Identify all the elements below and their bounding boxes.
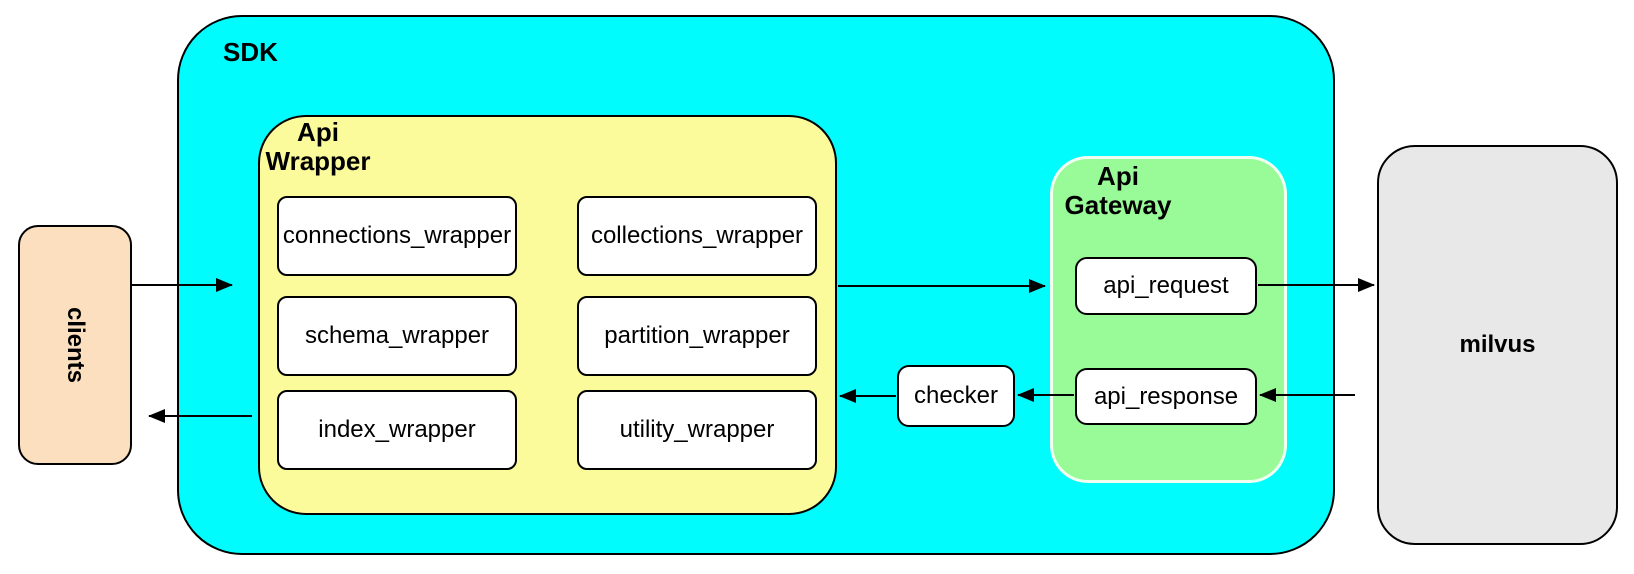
node-checker: checker	[897, 365, 1015, 427]
node-partition-wrapper: partition_wrapper	[577, 296, 817, 376]
node-api-response-label: api_response	[1093, 382, 1239, 410]
node-milvus: milvus	[1377, 145, 1618, 545]
node-schema-wrapper: schema_wrapper	[277, 296, 517, 376]
api-gateway-label-line2: Gateway	[1064, 190, 1172, 220]
node-utility-wrapper: utility_wrapper	[577, 390, 817, 470]
node-utility-wrapper-label: utility_wrapper	[619, 416, 775, 443]
node-clients-label: clients	[62, 306, 89, 384]
node-partition-wrapper-label: partition_wrapper	[604, 322, 790, 349]
node-api-request: api_request	[1075, 257, 1257, 315]
node-checker-label: checker	[913, 382, 999, 409]
node-index-wrapper-label: index_wrapper	[318, 416, 476, 443]
node-connections-wrapper: connections_wrapper	[277, 196, 517, 276]
sdk-label: SDK	[223, 37, 278, 67]
node-api-request-label: api_request	[1103, 272, 1229, 299]
node-index-wrapper: index_wrapper	[277, 390, 517, 470]
api-gateway-container	[1050, 156, 1287, 483]
api-wrapper-label-line2: Wrapper	[265, 146, 371, 176]
api-wrapper-label: Api Wrapper	[258, 118, 378, 176]
node-milvus-label: milvus	[1459, 331, 1536, 358]
api-gateway-label-line1: Api	[1097, 161, 1139, 191]
node-connections-wrapper-label: connections_wrapper	[282, 222, 512, 249]
api-gateway-label: Api Gateway	[1058, 162, 1178, 220]
node-collections-wrapper-label: collections_wrapper	[590, 222, 804, 249]
node-api-response: api_response	[1075, 368, 1257, 425]
node-schema-wrapper-label: schema_wrapper	[304, 322, 490, 349]
node-clients: clients	[18, 225, 132, 465]
node-collections-wrapper: collections_wrapper	[577, 196, 817, 276]
api-wrapper-label-line1: Api	[297, 117, 339, 147]
